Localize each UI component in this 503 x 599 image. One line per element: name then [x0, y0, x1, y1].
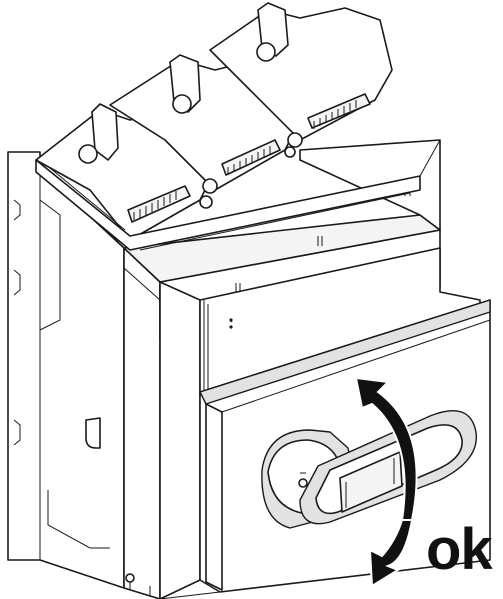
ok-label: ok [426, 517, 493, 582]
terminal-cage-right [209, 2, 393, 158]
top-rail [35, 139, 441, 251]
indicator-dot [229, 318, 233, 322]
indicator-dot [229, 325, 233, 329]
rotary-handle[interactable] [261, 409, 478, 529]
bottom-base [123, 573, 221, 599]
rotate-arrow-icon [354, 376, 418, 588]
